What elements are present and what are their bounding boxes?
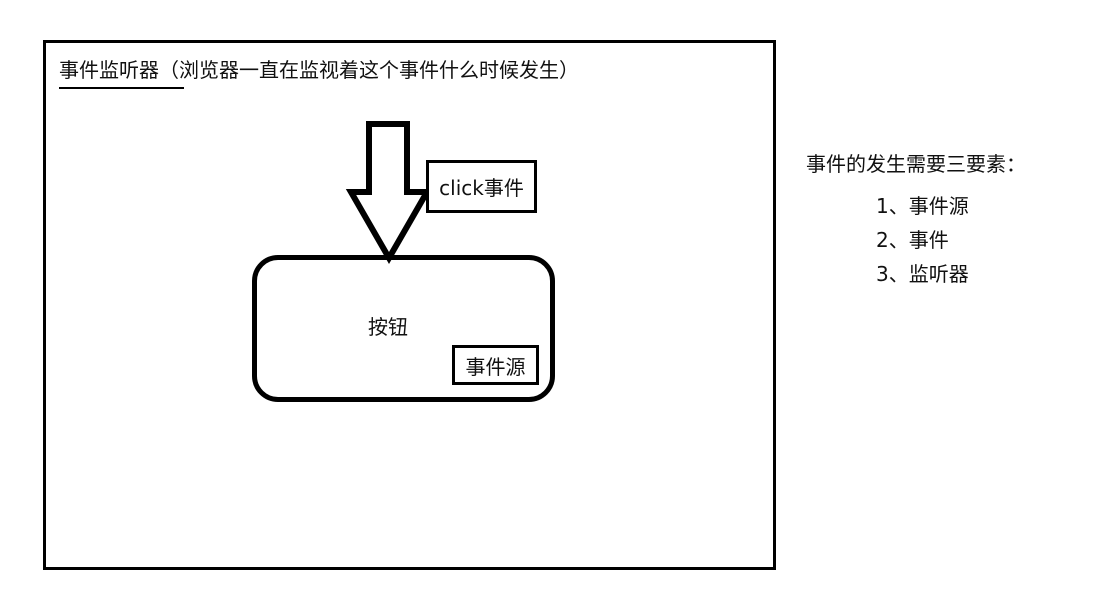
side-notes: 事件的发生需要三要素： 1、事件源 2、事件 3、监听器 (806, 151, 1076, 311)
list-item: 2、事件 (876, 228, 949, 252)
list-item: 1、事件源 (876, 194, 969, 218)
diagram-title: 事件监听器（浏览器一直在监视着这个事件什么时候发生） (59, 58, 579, 82)
button-shape (252, 255, 555, 402)
event-label: click事件 (439, 176, 524, 200)
side-notes-list: 1、事件源 2、事件 3、监听器 (876, 189, 969, 291)
event-source-box: 事件源 (452, 345, 539, 385)
button-label: 按钮 (368, 315, 408, 339)
title-underline (59, 87, 184, 89)
side-notes-title: 事件的发生需要三要素： (806, 152, 1026, 176)
event-source-label: 事件源 (465, 354, 526, 379)
list-item: 3、监听器 (876, 262, 969, 286)
diagram-frame (43, 40, 776, 570)
event-label-box: click事件 (426, 160, 537, 213)
